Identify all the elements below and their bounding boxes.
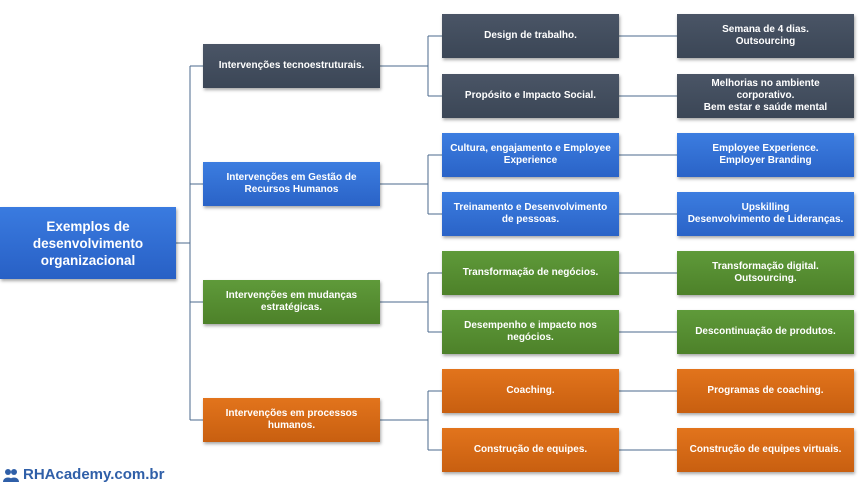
root-node: Exemplos de desenvolvimento organizacion… [0, 207, 176, 279]
detail-node-programas-coaching: Programas de coaching. [677, 369, 854, 413]
child-node-desempenho-impacto: Desempenho e impacto nos negócios. [442, 310, 619, 354]
branch-node-tecnoestruturais: Intervenções tecnoestruturais. [203, 44, 380, 88]
child-node-cultura-engajamento: Cultura, engajamento e Employee Experien… [442, 133, 619, 177]
detail-node-descontinuacao: Descontinuação de produtos. [677, 310, 854, 354]
detail-node-employee-experience: Employee Experience. Employer Branding [677, 133, 854, 177]
detail-node-semana-4-dias: Semana de 4 dias. Outsourcing [677, 14, 854, 58]
branch-node-processos-humanos: Intervenções em processos humanos. [203, 398, 380, 442]
rh-logo-icon [3, 468, 19, 482]
child-node-proposito-impacto: Propósito e Impacto Social. [442, 74, 619, 118]
branch-node-mudancas-estrategicas: Intervenções em mudanças estratégicas. [203, 280, 380, 324]
child-node-treinamento: Treinamento e Desenvolvimento de pessoas… [442, 192, 619, 236]
branch-node-gestao-rh: Intervenções em Gestão de Recursos Human… [203, 162, 380, 206]
child-node-construcao-equipes: Construção de equipes. [442, 428, 619, 472]
detail-node-equipes-virtuais: Construção de equipes virtuais. [677, 428, 854, 472]
detail-node-upskilling: Upskilling Desenvolvimento de Lideranças… [677, 192, 854, 236]
detail-node-transformacao-digital: Transformação digital. Outsourcing. [677, 251, 854, 295]
brand-watermark: RHAcademy.com.br [2, 466, 164, 483]
child-node-design-trabalho: Design de trabalho. [442, 14, 619, 58]
child-node-coaching: Coaching. [442, 369, 619, 413]
detail-node-melhorias-ambiente: Melhorias no ambiente corporativo. Bem e… [677, 74, 854, 118]
brand-text: RHAcademy.com.br [23, 466, 165, 483]
child-node-transformacao-negocios: Transformação de negócios. [442, 251, 619, 295]
